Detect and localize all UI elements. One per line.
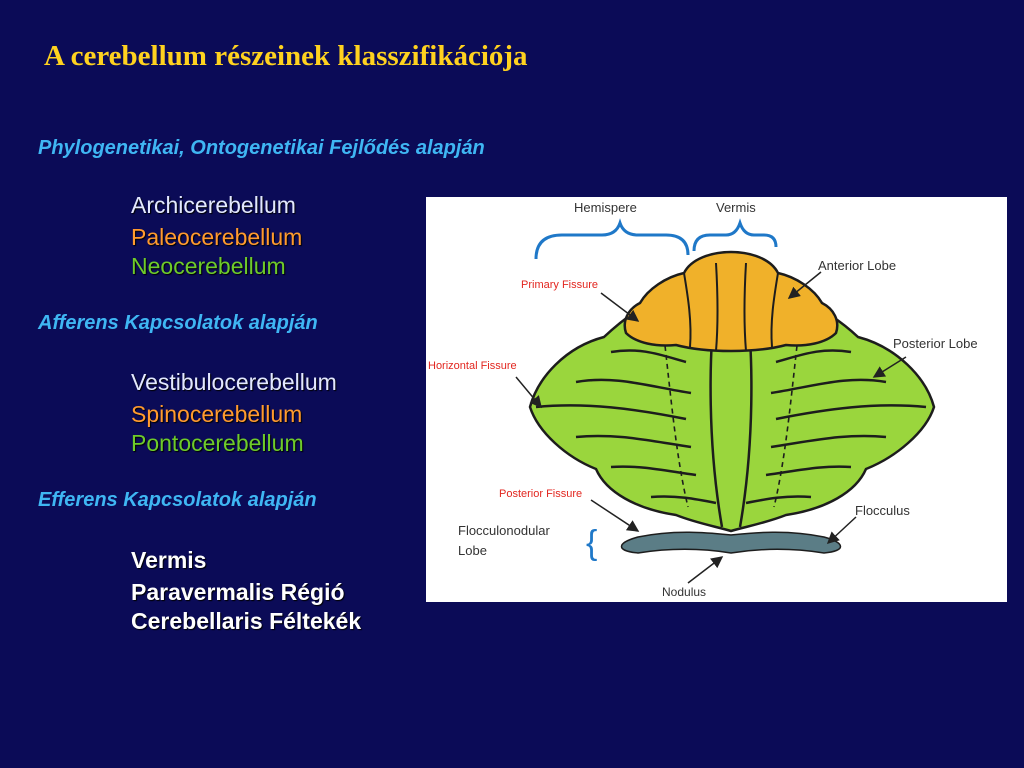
item-paleocerebellum: Paleocerebellum — [131, 224, 303, 250]
anterior-lobe — [623, 250, 839, 353]
label-posterior-lobe: Posterior Lobe — [893, 336, 978, 351]
flocculonodular-brace-icon: { — [586, 524, 597, 562]
flocculonodular-lobe — [620, 531, 842, 554]
slide-title: A cerebellum részeinek klasszifikációja — [44, 40, 528, 72]
label-horizontal-fissure: Horizontal Fissure — [428, 360, 517, 372]
label-anterior-lobe: Anterior Lobe — [818, 258, 896, 273]
cerebellum-diagram: Hemispere Vermis Anterior Lobe Primary F… — [426, 197, 1007, 602]
item-neocerebellum: Neocerebellum — [131, 253, 286, 279]
item-spinocerebellum: Spinocerebellum — [131, 401, 303, 427]
label-nodulus: Nodulus — [662, 585, 706, 599]
label-hemisphere: Hemispere — [574, 200, 637, 215]
item-vestibulocerebellum: Vestibulocerebellum — [131, 369, 337, 395]
vermis-bracket — [692, 218, 778, 252]
label-vermis: Vermis — [716, 200, 756, 215]
item-paravermal-region: Paravermalis Régió — [131, 579, 345, 605]
hemisphere-bracket — [534, 218, 690, 260]
item-archicerebellum: Archicerebellum — [131, 192, 296, 218]
heading-afferent: Afferens Kapcsolatok alapján — [38, 312, 318, 334]
label-flocculonodular-line2: Lobe — [458, 543, 487, 558]
label-flocculonodular-line1: Flocculonodular — [458, 523, 550, 538]
heading-phylogenetic: Phylogenetikai, Ontogenetikai Fejlődés a… — [38, 137, 485, 159]
item-pontocerebellum: Pontocerebellum — [131, 430, 304, 456]
label-posterior-fissure: Posterior Fissure — [499, 488, 582, 500]
heading-efferent: Efferens Kapcsolatok alapján — [38, 489, 317, 511]
label-primary-fissure: Primary Fissure — [521, 279, 598, 291]
item-vermis: Vermis — [131, 547, 207, 573]
item-cerebellar-hemispheres: Cerebellaris Féltekék — [131, 608, 362, 634]
label-flocculus: Flocculus — [855, 503, 910, 518]
